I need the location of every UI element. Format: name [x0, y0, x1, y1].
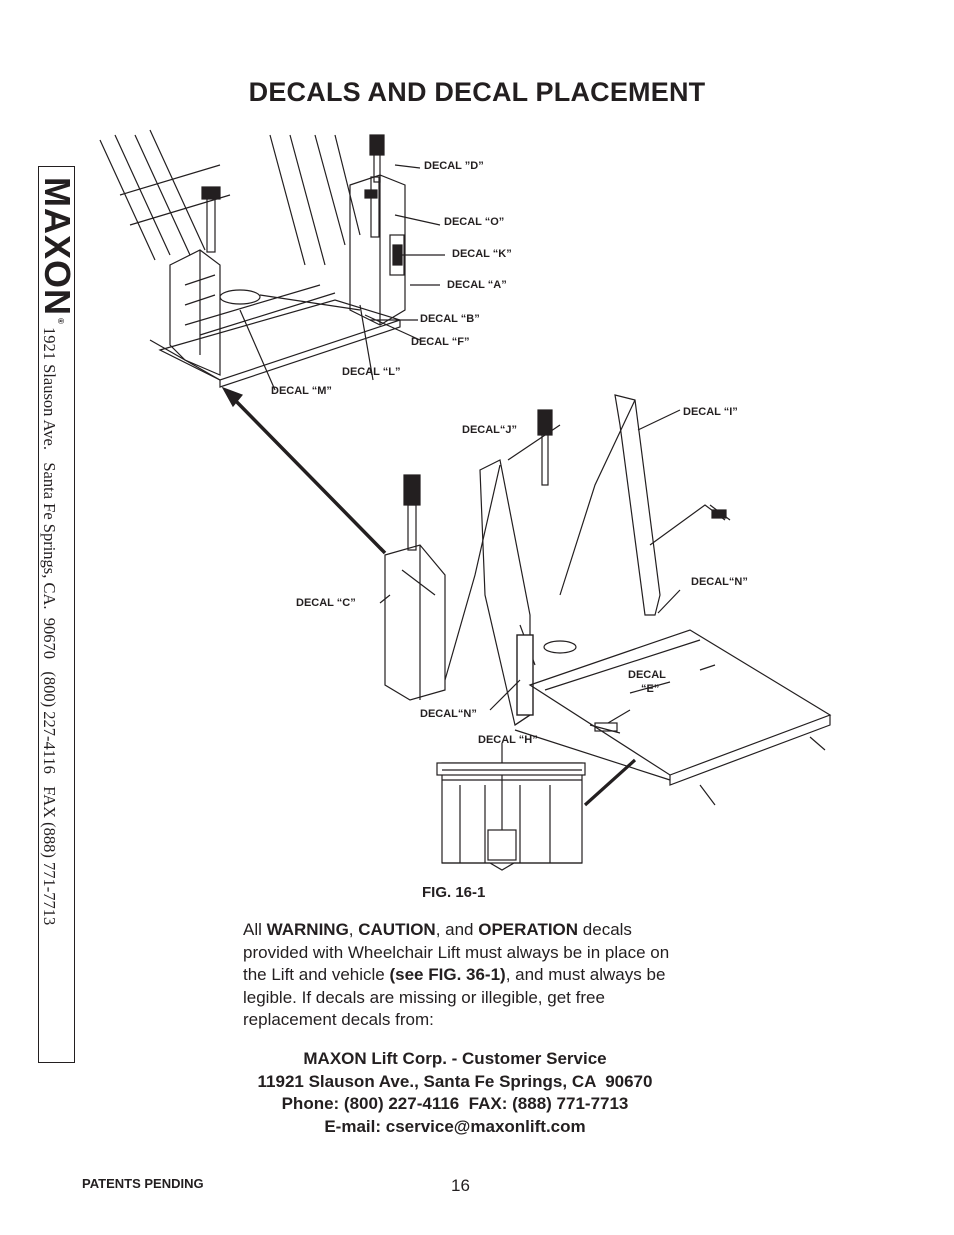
decal-o-label: DECAL “O”: [444, 216, 505, 228]
page-number: 16: [451, 1176, 470, 1195]
decal-d-label: DECAL ”D”: [424, 160, 484, 172]
decal-h-label: DECAL “H”: [478, 734, 538, 746]
decal-n-right-label: DECAL“N”: [691, 576, 748, 588]
maxon-logo: MAXON ®: [37, 177, 78, 325]
decal-f-label: DECAL “F”: [411, 336, 470, 348]
patents-pending: PATENTS PENDING: [82, 1176, 204, 1191]
para-text-1: All: [243, 920, 267, 939]
phone-line: Phone: (800) 227-4116 FAX: (888) 771-771…: [281, 1094, 629, 1113]
warning-term: WARNING: [266, 920, 349, 939]
page-title: DECALS AND DECAL PLACEMENT: [248, 77, 706, 107]
caution-term: CAUTION: [358, 920, 436, 939]
figure-caption: FIG. 16-1: [422, 884, 486, 901]
para-text-4: decals provided with Wheelchair Lift mus…: [243, 920, 670, 984]
sidebar-address: 1921 Slauson Ave. Santa Fe Springs, CA. …: [40, 327, 59, 926]
decal-e-label-line1: DECAL: [628, 669, 666, 681]
lift-illustration: [99, 129, 832, 871]
para-text-2: ,: [348, 920, 359, 939]
operation-term: OPERATION: [478, 920, 579, 939]
decal-b-label: DECAL “B”: [420, 313, 480, 325]
contact-block: MAXON Lift Corp. - Customer Service 1192…: [0, 1048, 910, 1138]
body-paragraph: All WARNING, CAUTION, and OPERATION deca…: [243, 919, 683, 1032]
decal-k-label: DECAL “K”: [452, 248, 512, 260]
para-text-3: , and: [435, 920, 479, 939]
decal-m-label: DECAL “M”: [271, 385, 332, 397]
decal-e-label-line2: “E”: [641, 683, 660, 695]
decal-n-left-label: DECAL“N”: [420, 708, 477, 720]
logo-text: MAXON: [37, 177, 78, 316]
registered-mark: ®: [56, 318, 65, 325]
email-line: E-mail: cservice@maxonlift.com: [324, 1116, 586, 1136]
company-line: MAXON Lift Corp. - Customer Service: [303, 1049, 607, 1068]
decal-c-label: DECAL “C”: [296, 597, 356, 609]
para-text-5: , and must always be legible. If decals …: [243, 965, 666, 1029]
decal-a-label: DECAL “A”: [447, 279, 507, 291]
decal-j-label: DECAL“J”: [462, 424, 518, 436]
maxon-sidebar: MAXON ® 1921 Slauson Ave. Santa Fe Spring…: [37, 166, 78, 1063]
decal-i-label: DECAL “I”: [683, 406, 738, 418]
address-line: 11921 Slauson Ave., Santa Fe Springs, CA…: [257, 1071, 653, 1091]
see-fig-reference: (see FIG. 36-1): [389, 965, 506, 984]
decal-l-label: DECAL “L”: [342, 366, 401, 378]
